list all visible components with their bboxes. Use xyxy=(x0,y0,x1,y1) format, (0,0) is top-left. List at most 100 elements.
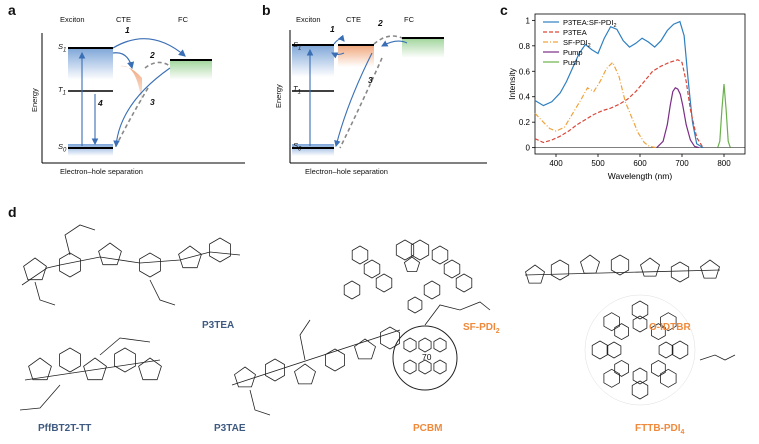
oidtbr-ring xyxy=(700,259,720,279)
oidtbr-ring xyxy=(550,259,570,281)
y-label-a: Energy xyxy=(30,88,39,112)
step-1-a: 1 xyxy=(125,25,130,35)
p3tea-ring xyxy=(98,242,122,266)
pffbt2t-ring xyxy=(59,347,81,373)
oidtbr-ring xyxy=(580,254,600,274)
p3tae-ring xyxy=(265,358,285,382)
series-line-4 xyxy=(717,83,731,148)
p3tae-ring xyxy=(294,363,316,385)
p3tae-sidechain-2 xyxy=(249,389,271,416)
y-axis-label: Intensity xyxy=(507,67,517,99)
fttb-ring xyxy=(651,323,666,341)
step-2-a: 2 xyxy=(150,50,155,60)
energy-diagram-a-svg xyxy=(41,33,245,164)
step-1-b: 1 xyxy=(330,24,335,34)
p3tae-ring xyxy=(234,366,256,388)
arrow-3b-b xyxy=(334,52,373,148)
x-tick-label: 600 xyxy=(633,159,647,168)
panel-label-b: b xyxy=(262,2,271,18)
molecule-structures xyxy=(19,224,736,416)
pffbt2t-ring xyxy=(28,357,52,381)
legend-label-2: SF-PDI2 xyxy=(563,38,591,49)
sfpdi-ring xyxy=(443,259,461,279)
sfpdi-ring xyxy=(351,245,369,265)
fttb-ring xyxy=(603,368,620,388)
y-tick-label: 0.2 xyxy=(519,118,531,127)
molecule-name-pcbm: PCBM xyxy=(413,423,443,434)
pcbm-phenyl xyxy=(407,296,423,314)
pcbm-cage-ring xyxy=(403,337,417,353)
sfpdi-ring xyxy=(363,259,381,279)
col-exciton-b: Exciton xyxy=(296,15,321,24)
fttb-ring xyxy=(671,340,689,360)
step-4-a: 4 xyxy=(98,98,103,108)
sfpdi-ring xyxy=(423,280,441,300)
legend-label-1: P3TEA xyxy=(563,28,587,37)
pcbm-cage-ring xyxy=(403,359,417,375)
pffbt2t-sidechain xyxy=(99,337,151,356)
sfpdi-ring xyxy=(375,273,393,293)
pcbm-ester-chain xyxy=(424,301,491,326)
s1-band-a xyxy=(68,48,113,80)
sfpdi-ring xyxy=(343,280,361,300)
cte-band-b xyxy=(338,45,374,67)
arrow-1-b xyxy=(333,34,345,45)
pcbm-cage-label: 70 xyxy=(422,352,432,362)
molecule-name-o-idtbr: O-IDTBR xyxy=(649,322,691,333)
y-tick-label: 0.4 xyxy=(519,93,531,102)
fttb-ring xyxy=(606,341,622,359)
p3tae-ring xyxy=(325,348,345,372)
fttb-ring xyxy=(614,323,629,341)
arrow-1-a xyxy=(112,38,186,57)
col-fc-a: FC xyxy=(178,15,188,24)
molecule-name-pffbt2t-tt: PffBT2T-TT xyxy=(38,423,92,434)
sfpdi-ring xyxy=(403,256,421,272)
fttb-ring xyxy=(631,380,649,400)
energy-diagram-b-svg xyxy=(289,30,487,164)
legend-label-0: P3TEA:SF-PDI2 xyxy=(563,18,617,29)
energy-diagram-a xyxy=(20,8,260,188)
p3tae-ring xyxy=(380,326,400,350)
p3tea-sidechain xyxy=(64,224,96,256)
cte-well-a xyxy=(120,65,142,108)
col-fc-b: FC xyxy=(404,15,414,24)
y-tick-label: 0.8 xyxy=(519,42,531,51)
col-exciton-a: Exciton xyxy=(60,15,85,24)
step-2-b: 2 xyxy=(378,18,383,28)
fc-band-a xyxy=(170,60,212,80)
arrow-cte-a xyxy=(112,52,135,70)
panel-label-c: c xyxy=(500,2,508,18)
sfpdi-ring xyxy=(455,273,473,293)
col-cte-b: CTE xyxy=(346,15,361,24)
molecule-name-p3tea: P3TEA xyxy=(202,320,235,331)
oidtbr-ring xyxy=(610,254,630,276)
series-line-0 xyxy=(534,20,704,149)
legend-label-4: Push xyxy=(563,58,580,67)
arrow-1r-b xyxy=(331,52,345,59)
arrow-3-a xyxy=(114,87,149,149)
p3tae-backbone xyxy=(231,329,401,386)
fttb-ring xyxy=(632,367,648,385)
s1-label-b: S1 xyxy=(293,40,302,52)
x-tick-label: 400 xyxy=(549,159,563,168)
series-line-3 xyxy=(656,87,699,149)
pcbm-cage-ring xyxy=(433,337,447,353)
pffbt2t-ring xyxy=(83,357,107,381)
p3tea-ring xyxy=(209,237,231,263)
sfpdi-ring xyxy=(410,239,430,261)
s0-label-b: S0 xyxy=(293,141,302,153)
pffbt2t-ring xyxy=(114,347,136,373)
p3tea-ring xyxy=(178,245,202,269)
s0-label-a: S0 xyxy=(58,142,67,154)
t1-label-a: T1 xyxy=(58,85,66,97)
t1-label-b: T1 xyxy=(293,84,301,96)
x-tick-label: 700 xyxy=(675,159,689,168)
pffbt2t-ring xyxy=(138,357,162,381)
p3tea-ring xyxy=(59,252,81,278)
fttb-ring xyxy=(632,315,648,333)
fttb-ring xyxy=(658,341,674,359)
pffbt2t-backbone xyxy=(24,359,161,381)
x-label-b: Electron–hole separation xyxy=(305,167,388,176)
s0-band-a xyxy=(68,144,113,156)
